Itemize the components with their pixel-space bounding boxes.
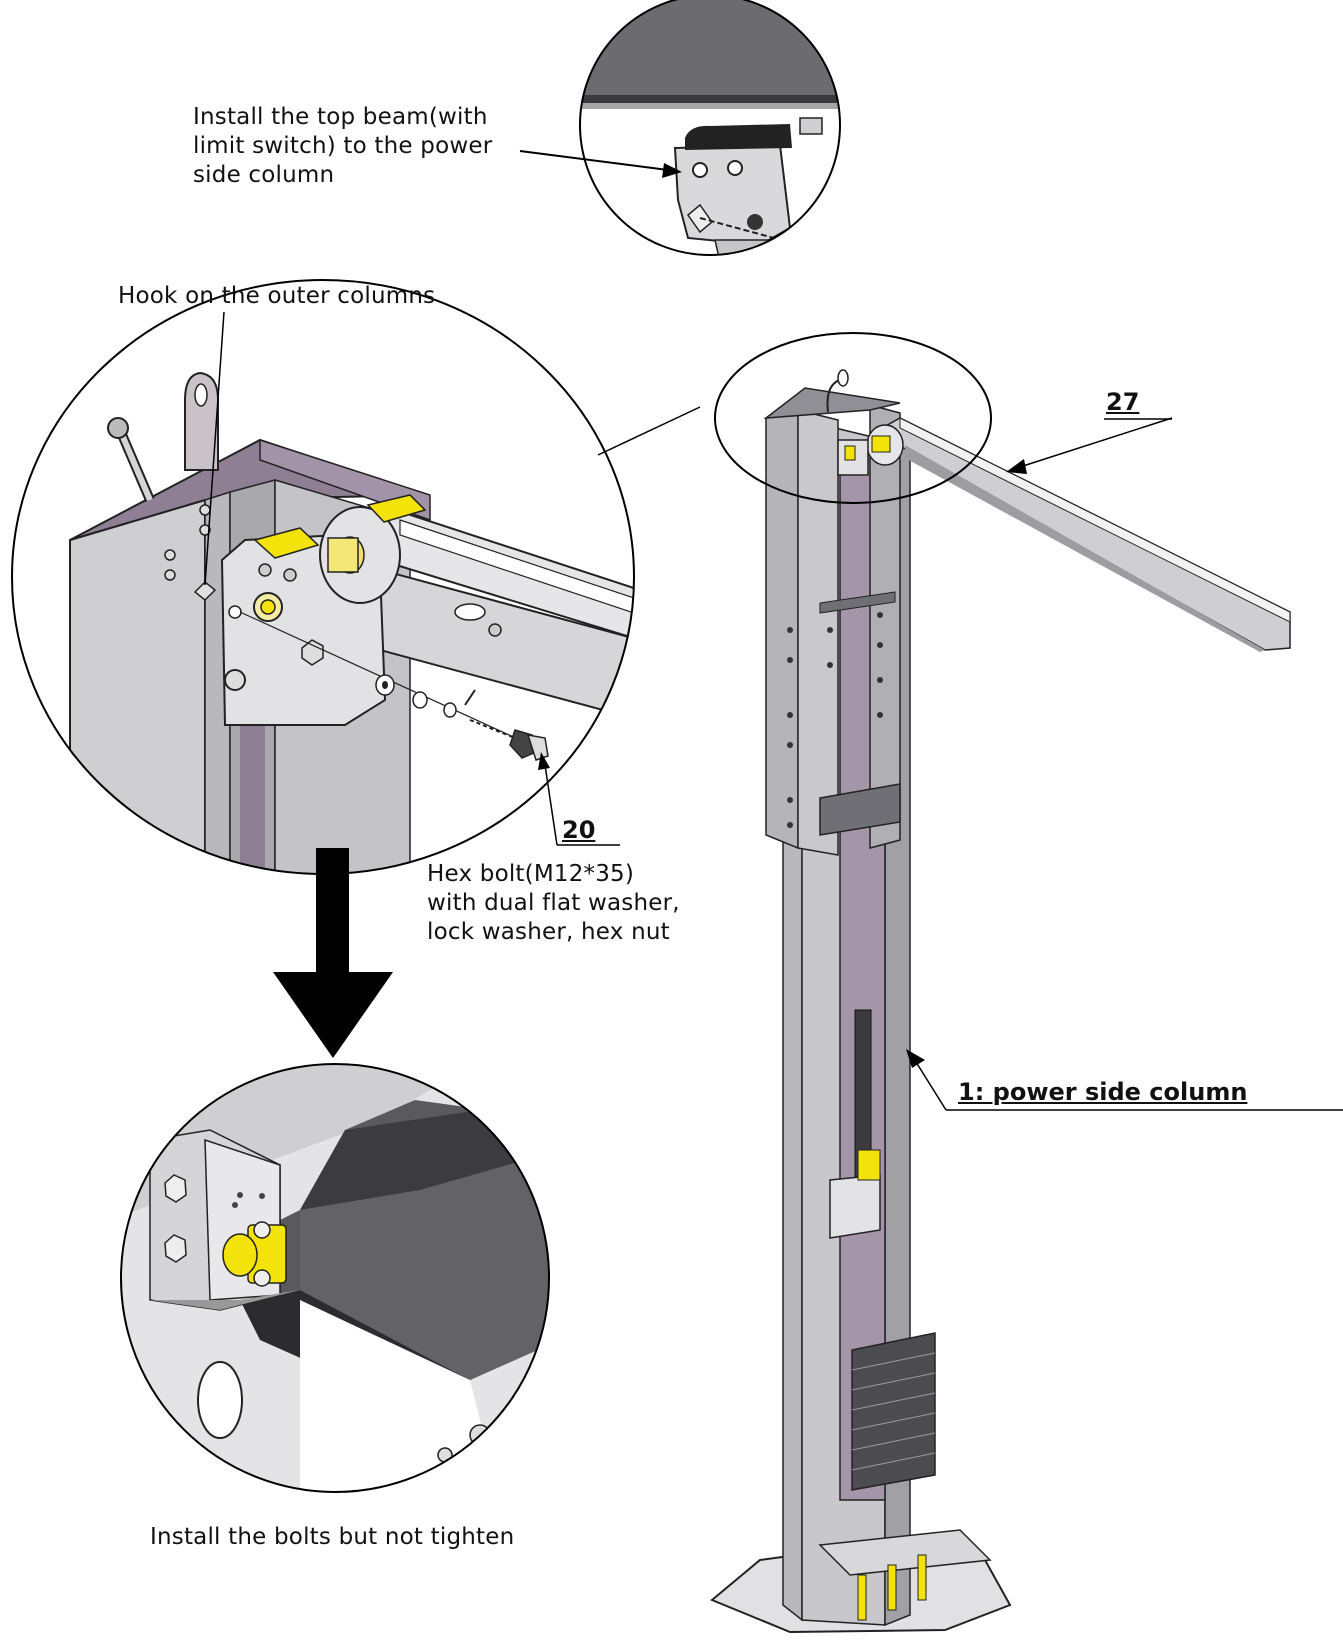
bolts-detail-circle	[120, 1063, 550, 1493]
hex-bolt-line-3: lock washer, hex nut	[427, 919, 670, 945]
column-top-highlight-circle	[714, 332, 992, 504]
hex-bolt-description: Hex bolt(M12*35) with dual flat washer, …	[427, 860, 680, 947]
detail-connector-line	[597, 406, 701, 456]
hex-bolt-line-1: Hex bolt(M12*35)	[427, 861, 635, 887]
part-27-callout: 27	[1106, 388, 1140, 416]
part-1-callout: 1: power side column	[958, 1078, 1248, 1106]
hook-leader-line	[204, 311, 225, 586]
part-1-leader	[906, 1049, 1343, 1111]
top-beam-line-3: side column	[193, 162, 335, 188]
top-beam-instruction: Install the top beam(with limit switch) …	[193, 103, 492, 190]
top-beam-line-2: limit switch) to the power	[193, 133, 493, 159]
top-beam-line-1: Install the top beam(with	[193, 104, 488, 130]
hook-label: Hook on the outer columns	[118, 283, 436, 309]
install-bolts-label: Install the bolts but not tighten	[150, 1524, 515, 1550]
power-side-column	[710, 369, 1291, 1634]
part-20-callout: 20	[562, 816, 596, 844]
hook-detail-circle	[11, 279, 635, 875]
top-beam-detail-circle	[579, 0, 841, 256]
bolt-20-leader	[538, 752, 620, 846]
top-beam-leader-arrow	[519, 150, 682, 178]
part-27-leader	[1006, 417, 1173, 474]
hex-bolt-line-2: with dual flat washer,	[427, 890, 680, 916]
down-arrow	[273, 848, 393, 1058]
